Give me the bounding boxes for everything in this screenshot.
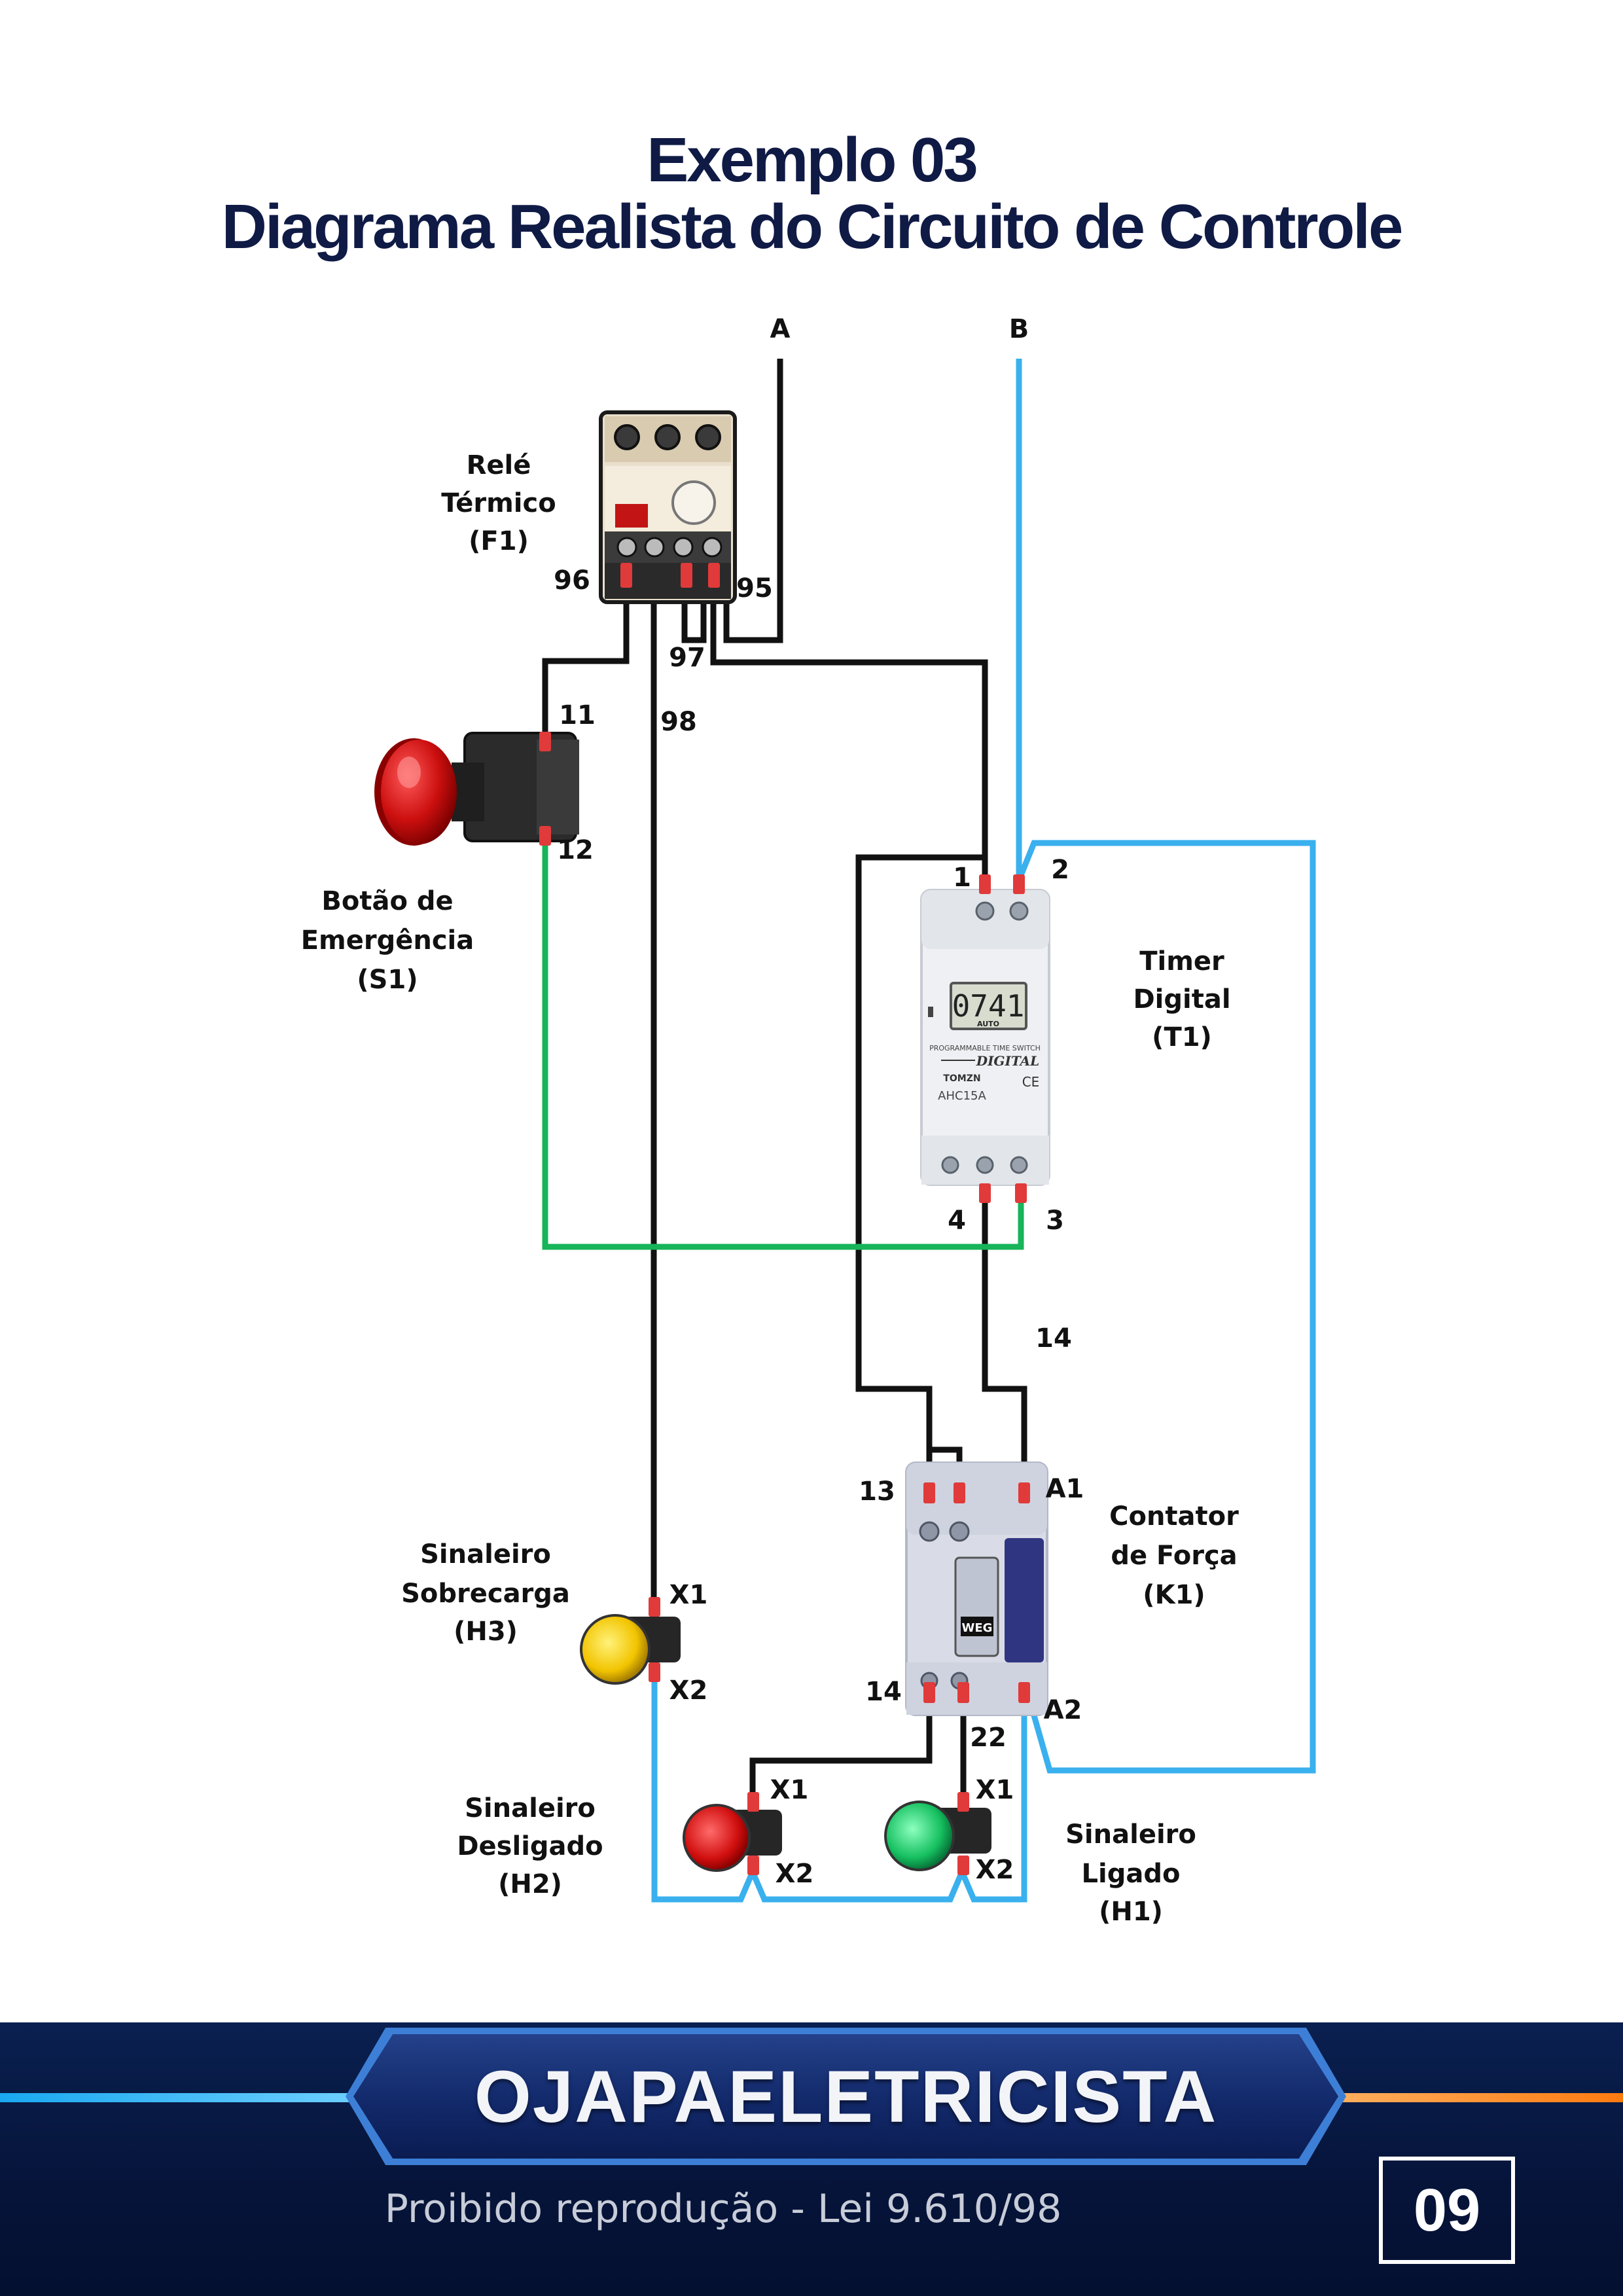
page-title-line2: Diagrama Realista do Circuito de Control… xyxy=(221,192,1404,262)
footer-accent-left xyxy=(0,2093,366,2102)
k1-terminal-a2: A2 xyxy=(1044,1695,1082,1725)
k1-terminal-a1: A1 xyxy=(1046,1474,1084,1504)
thermal-relay-f1 xyxy=(599,410,737,604)
f1-name-1: Relé xyxy=(467,450,531,480)
h2-name-1: Sinaleiro xyxy=(465,1793,596,1823)
k1-name-2: de Força xyxy=(1111,1541,1237,1571)
s1-terminal-12: 12 xyxy=(557,835,594,865)
h1-name-3: (H1) xyxy=(1099,1897,1163,1927)
line-b-label: B xyxy=(1009,314,1029,344)
f1-terminal-98: 98 xyxy=(660,707,697,737)
h2-name-2: Desligado xyxy=(457,1831,603,1861)
h2-terminal-x1: X1 xyxy=(770,1775,809,1805)
f1-name-3: (F1) xyxy=(469,526,529,556)
page-title-line1: Exemplo 03 xyxy=(647,125,978,195)
h2-name-3: (H2) xyxy=(498,1869,562,1899)
line-a-label: A xyxy=(770,314,791,344)
labels: A B Relé Térmico (F1) 96 95 97 98 11 12 … xyxy=(301,314,1239,1927)
k1-name-3: (K1) xyxy=(1143,1580,1205,1610)
h1-name-2: Ligado xyxy=(1082,1859,1181,1889)
k1-terminal-22: 22 xyxy=(970,1723,1007,1753)
wire-s1-t1-green xyxy=(542,841,1024,1250)
s1-name-2: Emergência xyxy=(301,925,474,956)
timer-model: AHC15A xyxy=(938,1089,986,1103)
t1-terminal-1: 1 xyxy=(953,863,971,893)
page-number: 09 xyxy=(1379,2157,1515,2264)
k1-terminal-14: 14 xyxy=(865,1677,902,1707)
digital-timer-t1: 0741 AUTO PROGRAMMABLE TIME SWITCH DIGIT… xyxy=(920,874,1050,1203)
h3-name-1: Sinaleiro xyxy=(420,1539,551,1570)
h2-terminal-x2: X2 xyxy=(776,1859,814,1889)
lamp-h1 xyxy=(884,1792,991,1875)
wire-k1-14-h2 xyxy=(749,1692,933,1803)
t1-name-2: Digital xyxy=(1133,984,1230,1014)
k1-name-1: Contator xyxy=(1109,1501,1239,1532)
circuit-diagram: 0741 AUTO PROGRAMMABLE TIME SWITCH DIGIT… xyxy=(301,314,1316,1927)
t1-terminal-4: 4 xyxy=(948,1206,966,1236)
wires xyxy=(542,359,1316,1903)
s1-name-1: Botão de xyxy=(321,886,453,916)
emergency-button-s1 xyxy=(374,732,579,846)
lamp-h3 xyxy=(580,1597,681,1685)
wire-label-14: 14 xyxy=(1035,1323,1072,1354)
k1-terminal-13: 13 xyxy=(859,1477,895,1507)
copyright-notice: Proibido reprodução - Lei 9.610/98 xyxy=(384,2186,1062,2232)
f1-name-2: Térmico xyxy=(441,488,556,518)
t1-terminal-2: 2 xyxy=(1051,855,1069,885)
timer-maker: TOMZN xyxy=(943,1073,980,1084)
h3-name-3: (H3) xyxy=(454,1617,518,1647)
timer-auto-label: AUTO xyxy=(977,1020,999,1028)
wire-96-11 xyxy=(542,588,630,738)
t1-terminal-3: 3 xyxy=(1046,1206,1064,1236)
wire-t1-2-k1-a2 xyxy=(1016,840,1316,1774)
lamp-h2 xyxy=(683,1792,782,1875)
t1-name-1: Timer xyxy=(1139,946,1224,977)
brand-logo-text: OJAPAELETRICISTA xyxy=(474,2055,1218,2138)
wire-h3-x2-return xyxy=(651,1672,1027,1903)
f1-terminal-96: 96 xyxy=(554,565,590,596)
wire-t1-k1-13 xyxy=(855,854,985,1494)
h3-terminal-x1: X1 xyxy=(669,1580,708,1610)
t1-name-3: (T1) xyxy=(1152,1022,1212,1052)
timer-ce: CE xyxy=(1022,1074,1040,1090)
h1-name-1: Sinaleiro xyxy=(1065,1820,1196,1850)
wire-f1-t1 xyxy=(710,588,988,880)
h3-terminal-x2: X2 xyxy=(669,1676,708,1706)
brand-banner: OJAPAELETRICISTA xyxy=(353,2034,1338,2159)
timer-brand: DIGITAL xyxy=(976,1053,1040,1069)
contactor-k1: WEG xyxy=(905,1462,1048,1716)
wire-97 xyxy=(681,588,707,643)
footer-accent-right xyxy=(1329,2093,1623,2102)
timer-caption: PROGRAMMABLE TIME SWITCH xyxy=(929,1044,1041,1052)
contactor-brand: WEG xyxy=(962,1621,993,1635)
s1-name-3: (S1) xyxy=(357,965,418,995)
timer-display: 0741 xyxy=(952,988,1025,1024)
f1-terminal-95: 95 xyxy=(736,573,773,603)
f1-terminal-97: 97 xyxy=(669,643,705,673)
h1-terminal-x1: X1 xyxy=(976,1775,1014,1805)
wire-a-95 xyxy=(723,359,783,643)
wire-t1-4-k1-a1 xyxy=(982,1198,1027,1494)
h1-terminal-x2: X2 xyxy=(976,1855,1014,1885)
s1-terminal-11: 11 xyxy=(559,700,596,730)
h3-name-2: Sobrecarga xyxy=(401,1579,570,1609)
